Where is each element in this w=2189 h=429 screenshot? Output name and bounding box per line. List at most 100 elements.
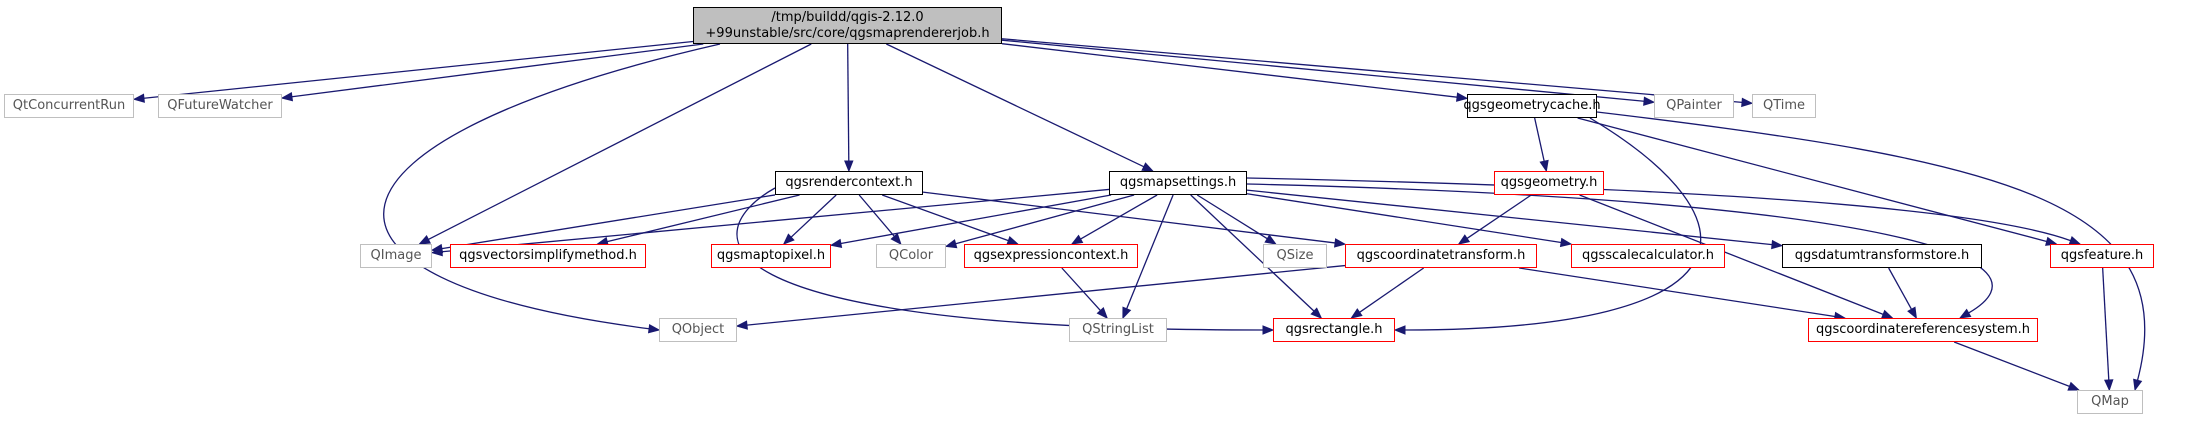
arrowhead-qgsmapsettings-to-qgscoordinatereferencesystem bbox=[1958, 308, 1972, 319]
edge-qgsmapsettings-to-qgsrectangle bbox=[1190, 194, 1315, 312]
node-qgsgeometry[interactable]: qgsgeometry.h bbox=[1494, 171, 1604, 195]
edge-qgsgeometrycache-to-qmap bbox=[1596, 111, 2146, 381]
edge-qgsrendercontext-to-qimage bbox=[441, 194, 776, 250]
arrowhead-qgsmapsettings-to-qgsexpressioncontext bbox=[1070, 234, 1084, 245]
arrowhead-root-to-qgsgeometrycache bbox=[1456, 92, 1469, 102]
node-qgsscalecalculator[interactable]: qgsscalecalculator.h bbox=[1571, 244, 1725, 268]
arrowhead-qgsmapsettings-to-qgsscalecalculator bbox=[1559, 237, 1573, 248]
edge-qgscoordinatereferencesystem-to-qmap bbox=[1953, 341, 2070, 388]
arrowhead-qgsgeometrycache-to-qgsrectangle bbox=[1393, 325, 1406, 335]
node-qgsvectorsimplifymethod[interactable]: qgsvectorsimplifymethod.h bbox=[450, 244, 646, 268]
node-qstringlist[interactable]: QStringList bbox=[1069, 318, 1167, 342]
node-qfuturewatcher[interactable]: QFutureWatcher bbox=[158, 94, 282, 118]
arrowhead-qgscoordinatereferencesystem-to-qmap bbox=[2067, 381, 2081, 391]
edge-root-to-qgsrendercontext bbox=[847, 43, 850, 162]
node-qmap[interactable]: QMap bbox=[2077, 390, 2143, 414]
edge-qgsmapsettings-to-qimage bbox=[441, 188, 1110, 253]
arrowhead-qgsmapsettings-to-qsize bbox=[1264, 234, 1277, 245]
node-qsize[interactable]: QSize bbox=[1263, 244, 1327, 268]
arrowhead-qgsgeometrycache-to-qgsgeometry bbox=[1539, 159, 1549, 173]
edge-root-to-qgsgeometrycache bbox=[1001, 43, 1458, 98]
edge-qgsrendercontext-to-qgsmaptopixel bbox=[790, 194, 837, 238]
node-label: QtConcurrentRun bbox=[12, 98, 126, 113]
edge-qgscoordinatetransform-to-qgscoordinatereferencesystem bbox=[1519, 267, 1836, 318]
edge-qgsgeometry-to-qgscoordinatereferencesystem bbox=[1579, 194, 1884, 315]
arrowhead-qgsgeometry-to-qgscoordinatetransform bbox=[1457, 234, 1471, 245]
node-qgsgeometrycache[interactable]: qgsgeometrycache.h bbox=[1463, 94, 1601, 118]
edge-qgsrendercontext-to-qgsvectorsimplifymethod bbox=[607, 194, 800, 243]
edge-root-to-qobject bbox=[383, 43, 721, 330]
edge-qgsrendercontext-to-qgsexpressioncontext bbox=[881, 194, 1009, 242]
edge-qgsdatumtransformstore-to-qgscoordinatereferencesystem bbox=[1888, 267, 1913, 310]
node-root[interactable]: /tmp/buildd/qgis-2.12.0+99unstable/src/c… bbox=[693, 7, 1002, 44]
node-label: qgsmaptopixel.h bbox=[716, 248, 826, 263]
arrowhead-qgsmapsettings-to-qgsrectangle bbox=[1310, 307, 1323, 319]
edge-root-to-qfuturewatcher bbox=[291, 43, 704, 98]
arrowhead-qgsmapsettings-to-qstringlist bbox=[1122, 306, 1132, 320]
node-label: qgsgeometry.h bbox=[1500, 175, 1598, 190]
node-label: qgsmapsettings.h bbox=[1119, 175, 1237, 190]
arrowhead-qgscoordinatetransform-to-qgsrectangle bbox=[1350, 308, 1363, 319]
node-qgsrectangle[interactable]: qgsrectangle.h bbox=[1273, 318, 1395, 342]
arrowhead-qgsgeometrycache-to-qmap bbox=[2133, 378, 2143, 392]
arrowhead-qgsrendercontext-to-qgscoordinatetransform bbox=[1333, 238, 1347, 248]
edge-root-to-qtconcurrentrun bbox=[143, 40, 694, 99]
node-qgsmaptopixel[interactable]: qgsmaptopixel.h bbox=[711, 244, 831, 268]
node-qtime[interactable]: QTime bbox=[1752, 94, 1816, 118]
arrowhead-qgsmapsettings-to-qgsmaptopixel bbox=[829, 238, 843, 249]
edge-root-to-qimage bbox=[428, 43, 812, 241]
node-qobject[interactable]: QObject bbox=[659, 318, 737, 342]
arrowhead-qgsrendercontext-to-qcolor bbox=[890, 232, 902, 246]
node-label: QStringList bbox=[1082, 322, 1154, 337]
arrowhead-qgsmapsettings-to-qgsdatumtransformstore bbox=[1771, 239, 1784, 250]
node-label: QFutureWatcher bbox=[167, 98, 273, 113]
node-label: QMap bbox=[2091, 394, 2129, 409]
edge-root-to-qpainter bbox=[1001, 39, 1645, 102]
edge-qgsgeometrycache-to-qgsfeature bbox=[1577, 117, 2047, 243]
node-label: qgsvectorsimplifymethod.h bbox=[459, 248, 637, 263]
node-qgsexpressioncontext[interactable]: qgsexpressioncontext.h bbox=[964, 244, 1138, 268]
edge-qgsmapsettings-to-qcolor bbox=[955, 194, 1135, 245]
node-qgsfeature[interactable]: qgsfeature.h bbox=[2050, 244, 2154, 268]
edge-root-to-qtime bbox=[1001, 38, 1743, 104]
node-qpainter[interactable]: QPainter bbox=[1654, 94, 1734, 118]
edge-qgsmapsettings-to-qgsscalecalculator bbox=[1246, 193, 1562, 244]
arrowhead-qgsmapsettings-to-qimage bbox=[430, 246, 443, 257]
edge-qgsgeometrycache-to-qgsrectangle bbox=[1404, 117, 1702, 331]
node-label: QImage bbox=[370, 248, 422, 263]
edge-qgsmapsettings-to-qgsdatumtransformstore bbox=[1246, 189, 1773, 246]
edge-qgscoordinatetransform-to-qobject bbox=[746, 264, 1346, 326]
arrowhead-qgsgeometry-to-qgscoordinatereferencesystem bbox=[1880, 309, 1894, 319]
arrowhead-qgsmapsettings-to-qcolor bbox=[944, 239, 958, 249]
arrowhead-root-to-qtconcurrentrun bbox=[132, 93, 145, 103]
node-qtconcurrentrun[interactable]: QtConcurrentRun bbox=[4, 94, 134, 118]
node-qgscoordinatereferencesystem[interactable]: qgscoordinatereferencesystem.h bbox=[1808, 318, 2038, 342]
node-qgsmapsettings[interactable]: qgsmapsettings.h bbox=[1109, 171, 1247, 195]
node-qgscoordinatetransform[interactable]: qgscoordinatetransform.h bbox=[1345, 244, 1537, 268]
arrowhead-root-to-qgsrendercontext bbox=[844, 160, 854, 173]
node-qcolor[interactable]: QColor bbox=[876, 244, 946, 268]
arrowhead-qgsrendercontext-to-qgsmaptopixel bbox=[782, 233, 795, 245]
edge-qgsrendercontext-to-qcolor bbox=[858, 194, 895, 237]
node-label: qgsrendercontext.h bbox=[785, 175, 913, 190]
edge-qgsmapsettings-to-qgsfeature bbox=[1246, 177, 2071, 242]
edge-qgsmapsettings-to-qsize bbox=[1196, 194, 1268, 240]
node-qgsdatumtransformstore[interactable]: qgsdatumtransformstore.h bbox=[1782, 244, 1982, 268]
node-qimage[interactable]: QImage bbox=[360, 244, 432, 268]
edge-qgsfeature-to-qmap bbox=[2102, 267, 2110, 381]
edge-qgscoordinatetransform-to-qgsrectangle bbox=[1359, 267, 1425, 313]
edge-qgsmapsettings-to-qgsmaptopixel bbox=[840, 194, 1112, 245]
arrowhead-qgsfeature-to-qmap bbox=[2104, 379, 2114, 392]
arrowhead-qgscoordinatetransform-to-qobject bbox=[735, 320, 748, 330]
node-label: +99unstable/src/core/qgsmaprendererjob.h bbox=[705, 25, 990, 41]
arrowhead-root-to-qtime bbox=[1741, 97, 1754, 108]
node-qgsrendercontext[interactable]: qgsrendercontext.h bbox=[775, 171, 923, 195]
arrowhead-qgsrendercontext-to-qgsrectangle bbox=[1262, 325, 1275, 335]
node-label: QSize bbox=[1276, 248, 1314, 263]
node-label: qgsdatumtransformstore.h bbox=[1794, 248, 1970, 263]
edge-qgsexpressioncontext-to-qstringlist bbox=[1061, 267, 1101, 312]
arrowhead-root-to-qpainter bbox=[1643, 96, 1656, 106]
node-label: qgscoordinatereferencesystem.h bbox=[1815, 322, 2031, 337]
